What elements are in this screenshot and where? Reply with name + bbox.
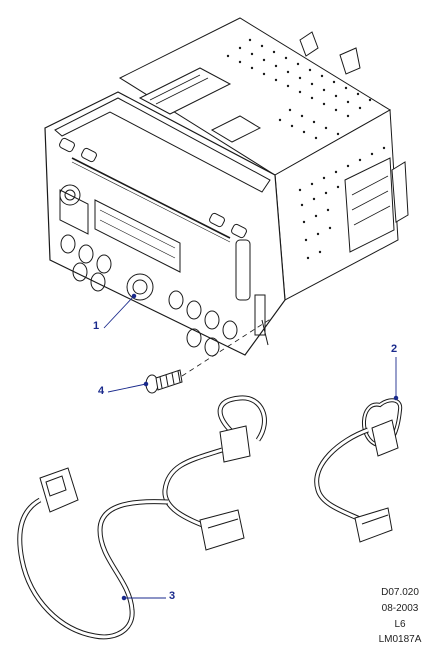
callout-1: 1 xyxy=(93,320,100,332)
cd-slot xyxy=(71,157,231,239)
harness-2-connector-upper xyxy=(371,419,399,457)
reference-level: L6 xyxy=(394,619,406,630)
side-bracket xyxy=(391,161,409,223)
leader-line-4 xyxy=(107,383,147,393)
callout-4: 4 xyxy=(98,385,105,397)
tuning-knob xyxy=(126,273,154,301)
illustration-id: LM0187A xyxy=(378,634,422,645)
wiring-harness-3 xyxy=(17,395,267,640)
rear-bracket-right xyxy=(339,47,361,75)
upper-button-row xyxy=(59,137,247,239)
ventilation-holes-side xyxy=(298,146,386,260)
fascia-top-rim xyxy=(54,97,271,193)
callout-2: 2 xyxy=(391,343,398,355)
leader-line-1 xyxy=(103,295,135,329)
center-label-plate xyxy=(210,115,262,143)
harness-2-connector-lower xyxy=(354,507,393,543)
harness-3-connector-middle xyxy=(199,509,245,551)
wiring-harness-2 xyxy=(314,398,403,543)
harness-3-connector-top xyxy=(219,425,251,463)
side-label-plate xyxy=(344,157,395,253)
reference-code: D07.020 xyxy=(381,587,419,598)
mounting-screw xyxy=(145,369,183,394)
callout-3: 3 xyxy=(169,590,176,602)
top-label-plate xyxy=(138,67,232,115)
mounting-tab xyxy=(254,294,266,336)
radio-cd-unit xyxy=(44,17,409,357)
right-button-column xyxy=(235,239,251,301)
volume-knob xyxy=(59,184,81,206)
reference-date: 08-2003 xyxy=(381,603,419,614)
preset-button-row xyxy=(60,234,238,357)
leader-lines xyxy=(103,293,399,601)
rear-bracket-left xyxy=(299,31,319,57)
ventilation-holes-top xyxy=(226,38,372,140)
